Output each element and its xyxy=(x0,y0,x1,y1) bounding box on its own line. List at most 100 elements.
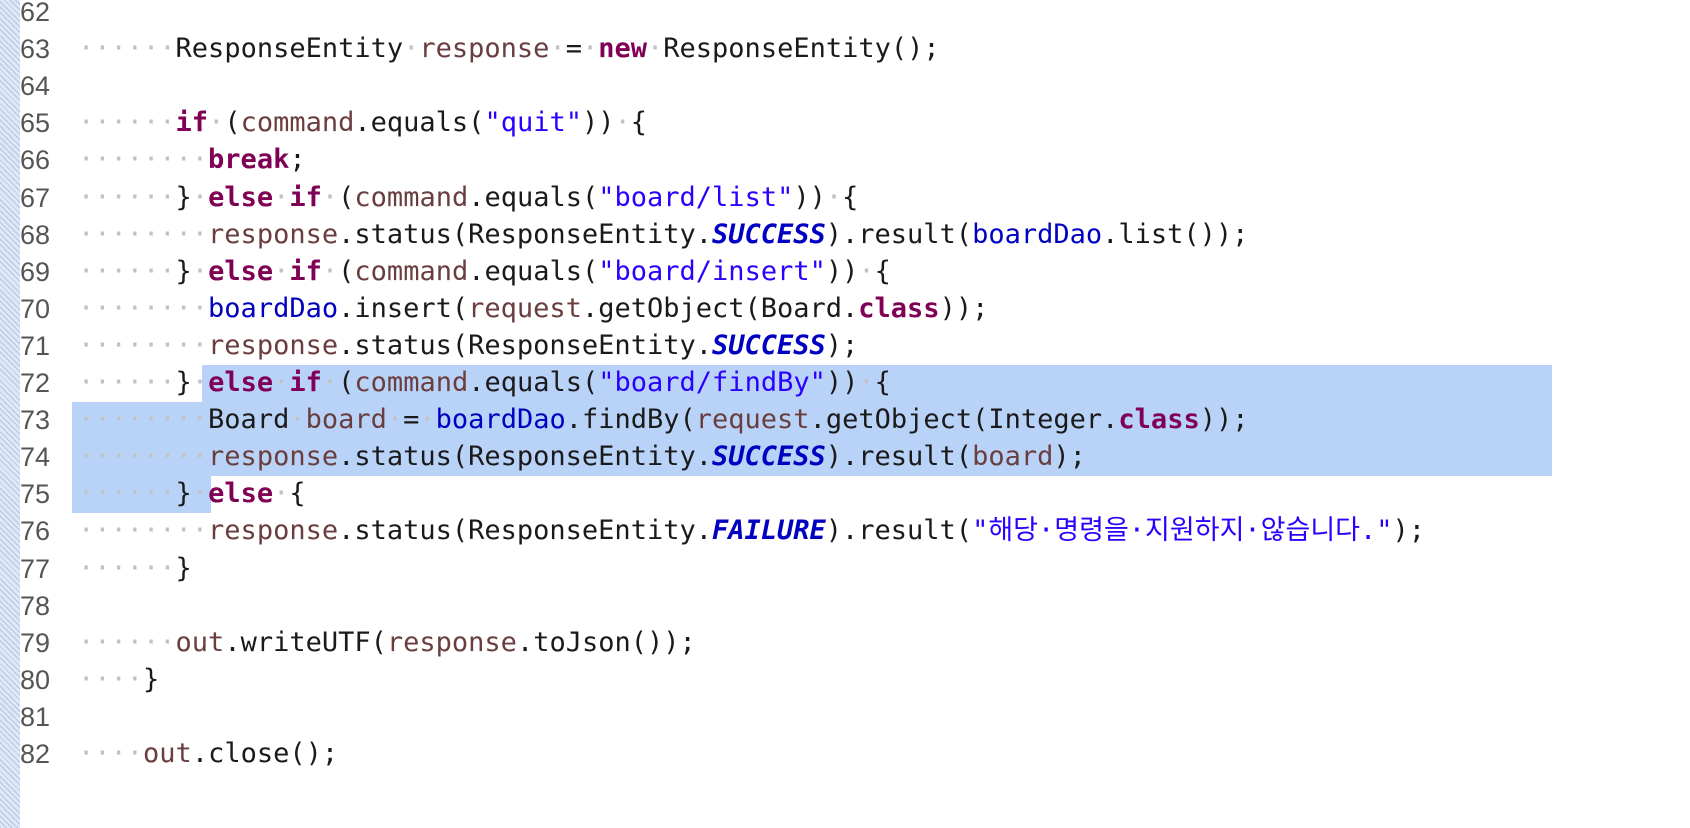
code-token: out xyxy=(143,738,192,769)
whitespace-marker: ······ xyxy=(78,626,176,658)
code-token: .equals( xyxy=(468,255,599,287)
line-number: 72 xyxy=(20,368,51,398)
whitespace-marker: ········ xyxy=(78,218,209,250)
code-token: ); xyxy=(1053,441,1086,473)
code-token: = xyxy=(403,404,420,436)
code-token: else xyxy=(208,181,274,213)
whitespace-marker: · xyxy=(825,181,843,213)
line-number: 73 xyxy=(20,405,51,436)
code-token: { xyxy=(842,181,859,213)
code-token: ResponseEntity(); xyxy=(663,33,940,65)
whitespace-marker: ······ xyxy=(78,478,176,510)
code-token: .writeUTF( xyxy=(224,626,387,658)
code-token: ); xyxy=(1392,515,1426,547)
code-token: else xyxy=(208,367,274,398)
code-token: SUCCESS xyxy=(711,441,826,473)
whitespace-marker: · xyxy=(289,404,306,436)
code-token: .status(ResponseEntity. xyxy=(338,218,712,250)
code-token: .status(ResponseEntity. xyxy=(338,441,712,473)
code-token: ); xyxy=(825,329,859,361)
code-text: ······if·(command.equals("quit"))·{ xyxy=(78,103,647,143)
code-token: new xyxy=(598,33,648,65)
code-text: ········response.status(ResponseEntity.S… xyxy=(78,326,858,366)
line-number: 70 xyxy=(20,293,51,324)
code-token: .equals( xyxy=(354,107,485,139)
code-token: } xyxy=(175,367,192,398)
code-token: } xyxy=(143,663,160,695)
whitespace-marker: · xyxy=(321,367,339,398)
line-number: 78 xyxy=(20,590,51,621)
code-token: Board xyxy=(208,404,290,436)
code-token: ( xyxy=(224,107,241,139)
whitespace-marker: · xyxy=(321,255,339,287)
code-token: { xyxy=(289,478,306,510)
code-text: ······}·else·if·(command.equals("board/i… xyxy=(78,252,891,292)
line-number: 68 xyxy=(20,219,51,250)
line-number: 76 xyxy=(20,516,51,547)
whitespace-marker: ········ xyxy=(78,144,209,176)
line-number: 81 xyxy=(20,701,51,732)
code-text: ······} xyxy=(78,549,192,589)
code-text: ····} xyxy=(78,660,159,700)
code-token: )) xyxy=(793,181,826,213)
code-token: SUCCESS xyxy=(711,218,826,250)
selection-highlight xyxy=(72,475,212,513)
whitespace-marker: · xyxy=(191,367,209,398)
line-number: 82 xyxy=(20,739,51,769)
code-token: .close(); xyxy=(191,738,339,769)
whitespace-marker: ········ xyxy=(78,404,209,436)
line-number: 80 xyxy=(20,664,51,695)
code-token: "board/insert" xyxy=(598,255,826,287)
code-token: .getObject(Integer. xyxy=(809,404,1119,436)
code-text: ········boardDao.insert(request.getObjec… xyxy=(78,289,988,329)
code-token: } xyxy=(175,478,192,510)
code-token: )); xyxy=(1199,404,1249,436)
code-token: .list()); xyxy=(1102,218,1249,250)
code-token: if xyxy=(289,181,322,213)
whitespace-marker: · xyxy=(191,478,209,510)
change-ruler-gutter xyxy=(0,0,20,828)
whitespace-marker: · xyxy=(419,404,436,436)
whitespace-marker: · xyxy=(208,107,225,139)
code-token: = xyxy=(565,33,582,65)
code-token: "board/list" xyxy=(598,181,794,213)
line-number: 79 xyxy=(20,627,51,658)
code-token: "board/findBy" xyxy=(598,367,826,398)
whitespace-marker: · xyxy=(614,107,631,139)
whitespace-marker: ······ xyxy=(78,107,176,139)
code-token: boardDao xyxy=(435,404,566,436)
line-number: 74 xyxy=(20,442,51,473)
code-token: break xyxy=(208,144,290,176)
whitespace-marker: · xyxy=(549,33,566,65)
line-number: 67 xyxy=(20,182,51,213)
code-token: else xyxy=(208,255,274,287)
code-token: out xyxy=(175,626,225,658)
code-token: command xyxy=(354,255,469,287)
line-number: 71 xyxy=(20,330,51,361)
code-token: class xyxy=(858,292,940,324)
code-token: if xyxy=(175,107,209,139)
code-token: boardDao xyxy=(972,218,1103,250)
whitespace-marker: · xyxy=(858,367,875,398)
code-token: } xyxy=(175,255,192,287)
code-token: )) xyxy=(581,107,615,139)
selection-highlight xyxy=(201,364,1552,402)
code-token: board xyxy=(972,441,1054,473)
code-token: ( xyxy=(338,181,355,213)
code-token: class xyxy=(1118,404,1200,436)
code-token: ; xyxy=(289,144,306,176)
code-token: { xyxy=(630,107,648,139)
whitespace-marker: · xyxy=(403,33,420,65)
code-token: } xyxy=(175,181,192,213)
code-token: ).result( xyxy=(825,515,973,547)
code-token: FAILURE xyxy=(711,515,826,547)
code-token: if xyxy=(289,255,322,287)
whitespace-marker: · xyxy=(321,181,339,213)
code-token: response xyxy=(208,329,339,361)
code-token: command xyxy=(354,181,469,213)
code-token: .toJson()); xyxy=(516,626,696,658)
code-token: { xyxy=(874,255,891,287)
code-token: .status(ResponseEntity. xyxy=(338,329,712,361)
code-text: ······out.writeUTF(response.toJson()); xyxy=(78,623,696,663)
